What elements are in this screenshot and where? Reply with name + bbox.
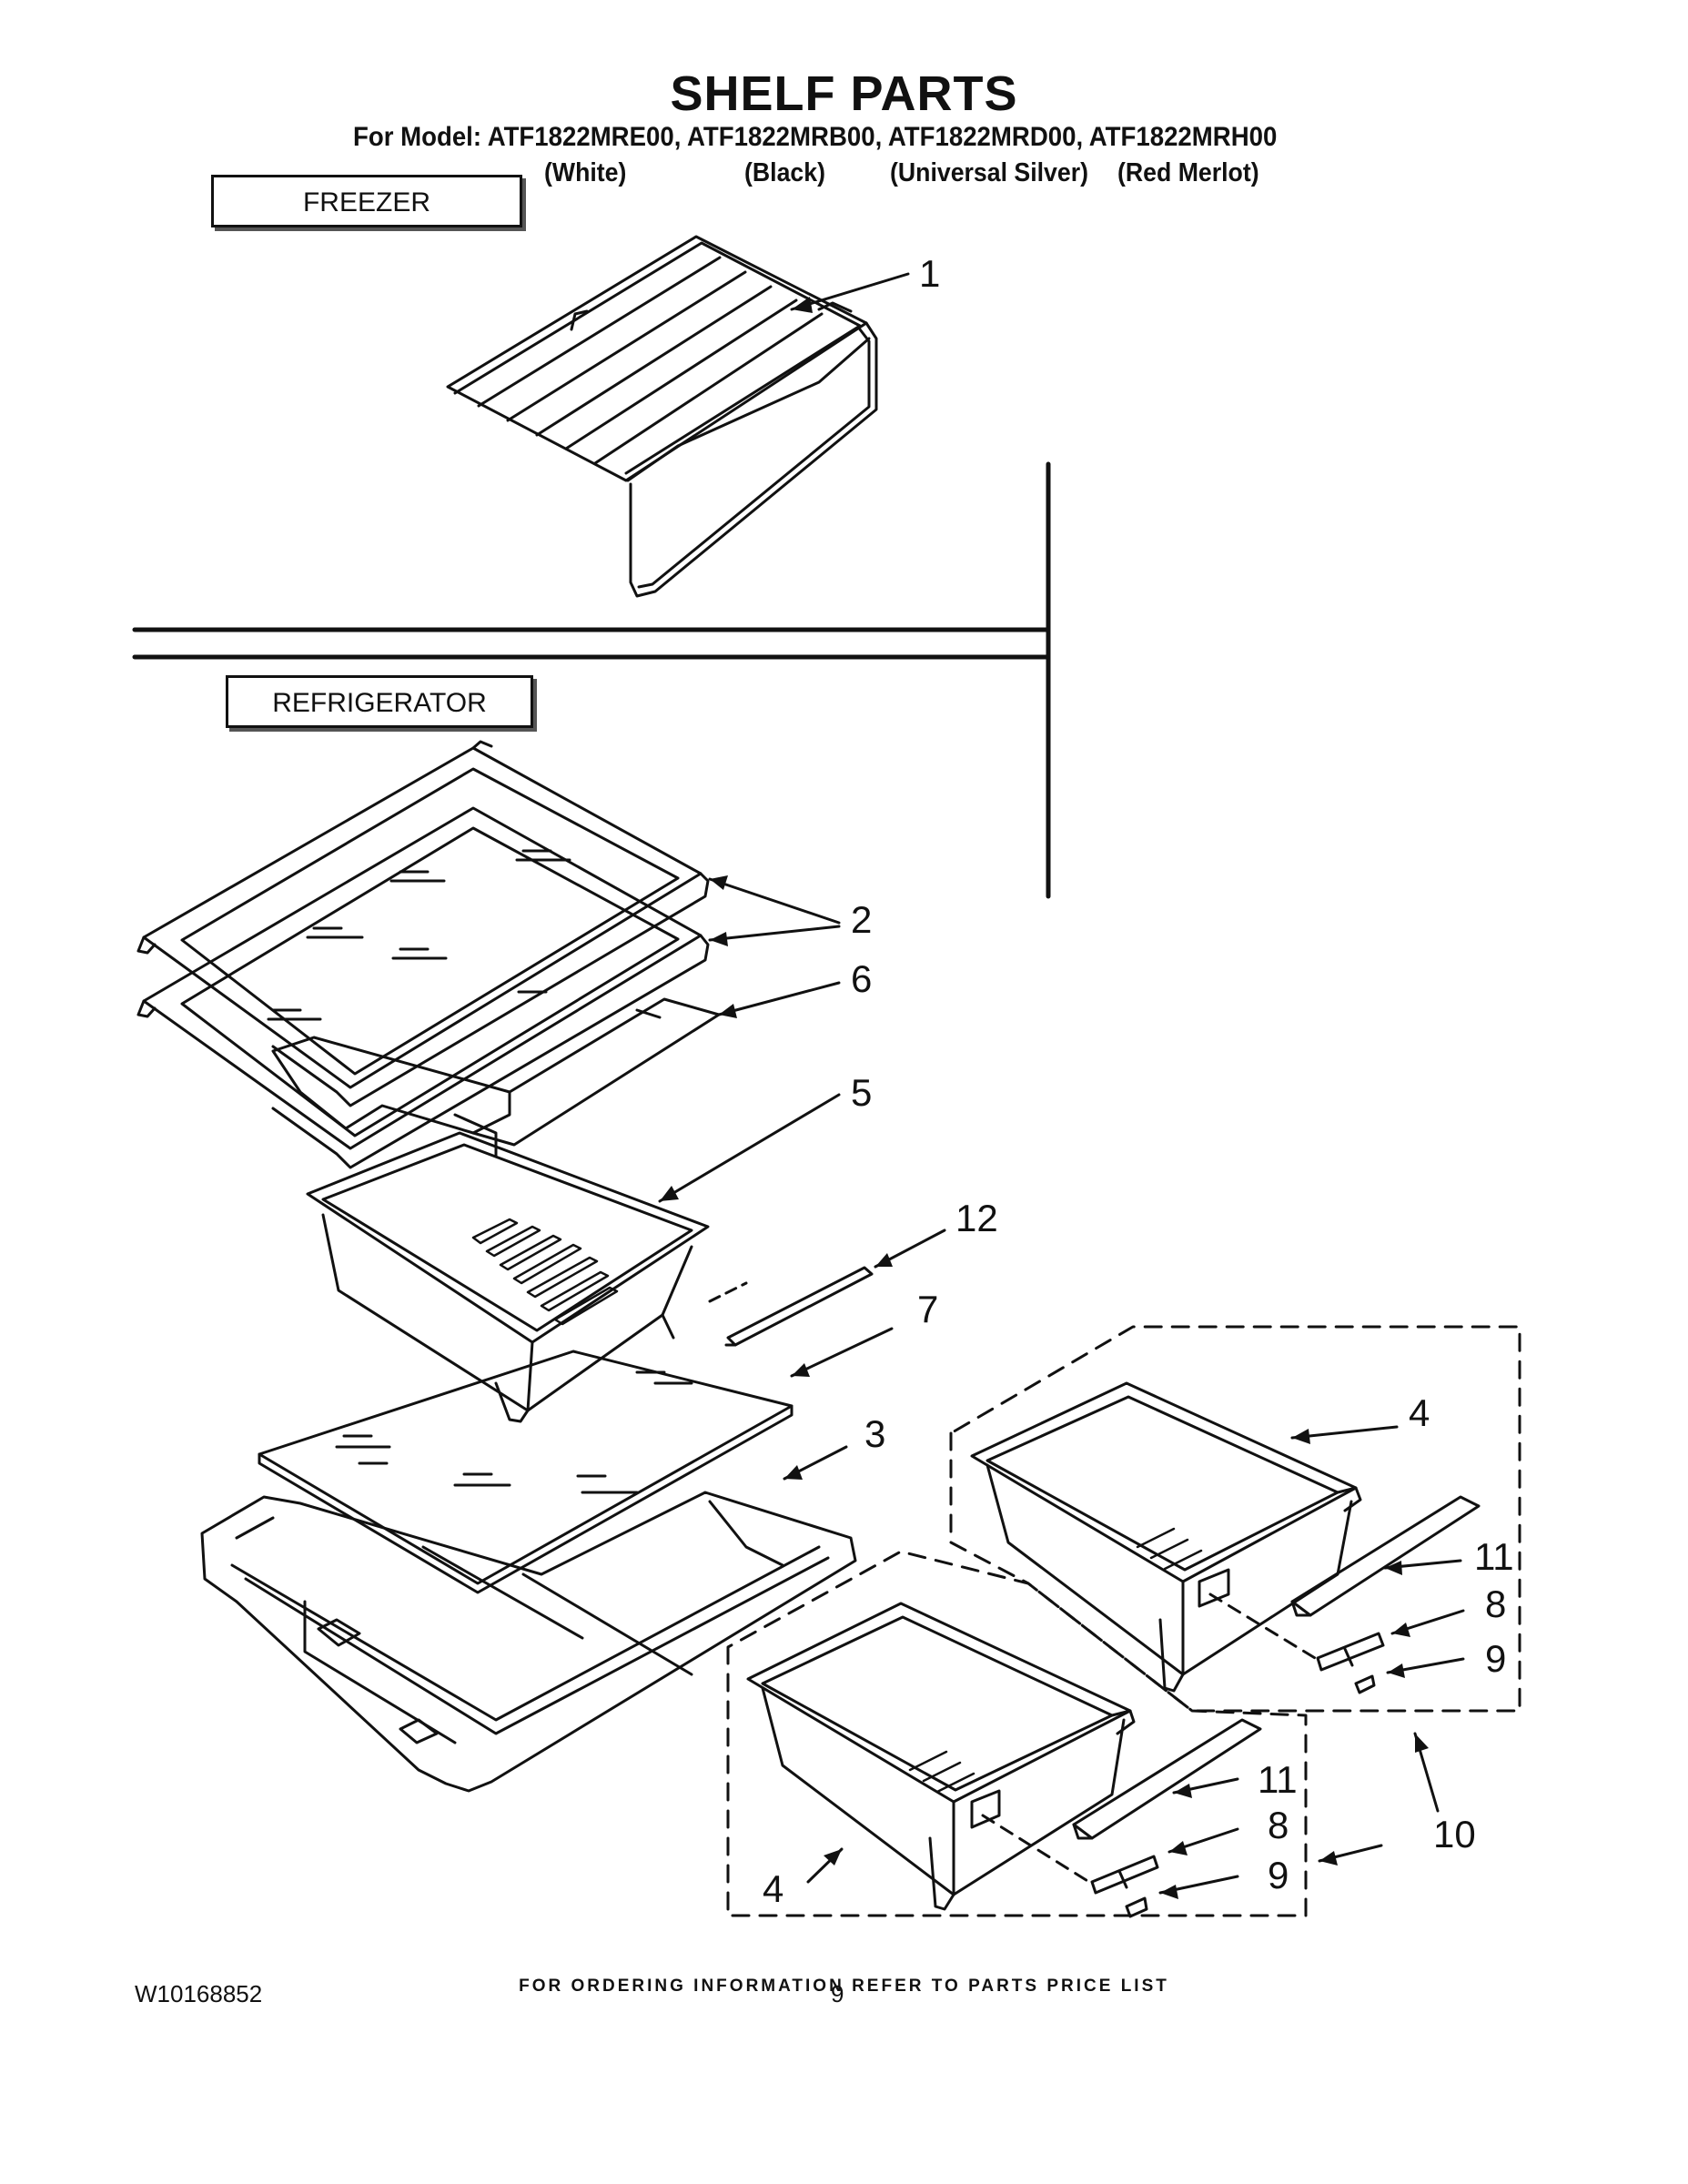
part-9-clip-right: [1354, 1674, 1376, 1694]
part-8-label-right: [1316, 1632, 1385, 1672]
callout-9-right: 9: [1485, 1637, 1507, 1680]
part-11-rail-left: [1072, 1718, 1262, 1840]
color-universal-silver: (Universal Silver): [890, 158, 1088, 187]
color-white: (White): [544, 158, 627, 187]
part-8-label-left: [1090, 1855, 1159, 1895]
arrowheads: [660, 297, 1429, 1899]
callout-4-left: 4: [763, 1867, 784, 1910]
callout-2: 2: [851, 898, 873, 941]
part-6-crisper-cover-frame: [271, 997, 721, 1158]
ordering-info-note: FOR ORDERING INFORMATION REFER TO PARTS …: [519, 1977, 1169, 1996]
callout-4-right: 4: [1409, 1391, 1430, 1434]
page-title: SHELF PARTS: [670, 66, 1018, 121]
leader-dashed-left: [981, 1814, 1094, 1886]
part-4-crisper-drawer-left: [746, 1602, 1136, 1911]
refrigerator-section-label: REFRIGERATOR: [226, 675, 533, 728]
part-12-slide-rail: [708, 1266, 874, 1347]
color-red-merlot: (Red Merlot): [1117, 158, 1259, 187]
callout-8-right: 8: [1485, 1582, 1507, 1625]
callout-11-right: 11: [1474, 1535, 1514, 1578]
part-2-glass-shelf-upper: [136, 740, 710, 1107]
part-1-freezer-wire-shelf: [446, 235, 878, 598]
document-number: W10168852: [135, 1980, 263, 2007]
freezer-section-label: FREEZER: [211, 175, 522, 228]
callout-11-left: 11: [1258, 1758, 1298, 1801]
part-4-crisper-drawer-right: [970, 1381, 1362, 1693]
part-7-crisper-glass: [258, 1350, 793, 1594]
leader-dashed-right: [1208, 1592, 1321, 1663]
callout-leader-lines: [658, 272, 1465, 1895]
part-5-crisper-drawer-upper: [306, 1131, 710, 1423]
callout-1: 1: [919, 252, 941, 295]
callout-6: 6: [851, 957, 873, 1000]
model-line: For Model: ATF1822MRE00, ATF1822MRB00, A…: [353, 122, 1278, 152]
callout-10: 10: [1433, 1813, 1476, 1855]
page-number: 9: [831, 1980, 844, 2007]
part-2-glass-shelf-lower: [136, 806, 710, 1169]
callout-5: 5: [851, 1071, 873, 1114]
part-9-clip-left: [1125, 1896, 1148, 1918]
part-3-crisper-frame: [200, 1491, 857, 1793]
callout-9-left: 9: [1268, 1854, 1289, 1896]
callout-3: 3: [864, 1412, 886, 1455]
callout-8-left: 8: [1268, 1804, 1289, 1846]
color-black: (Black): [744, 158, 825, 187]
assembly-boundary-right: [949, 1325, 1521, 1713]
assembly-boundary-left: [726, 1550, 1308, 1917]
callout-12: 12: [955, 1197, 998, 1239]
callout-7: 7: [917, 1288, 939, 1330]
part-11-rail-right: [1290, 1495, 1481, 1617]
